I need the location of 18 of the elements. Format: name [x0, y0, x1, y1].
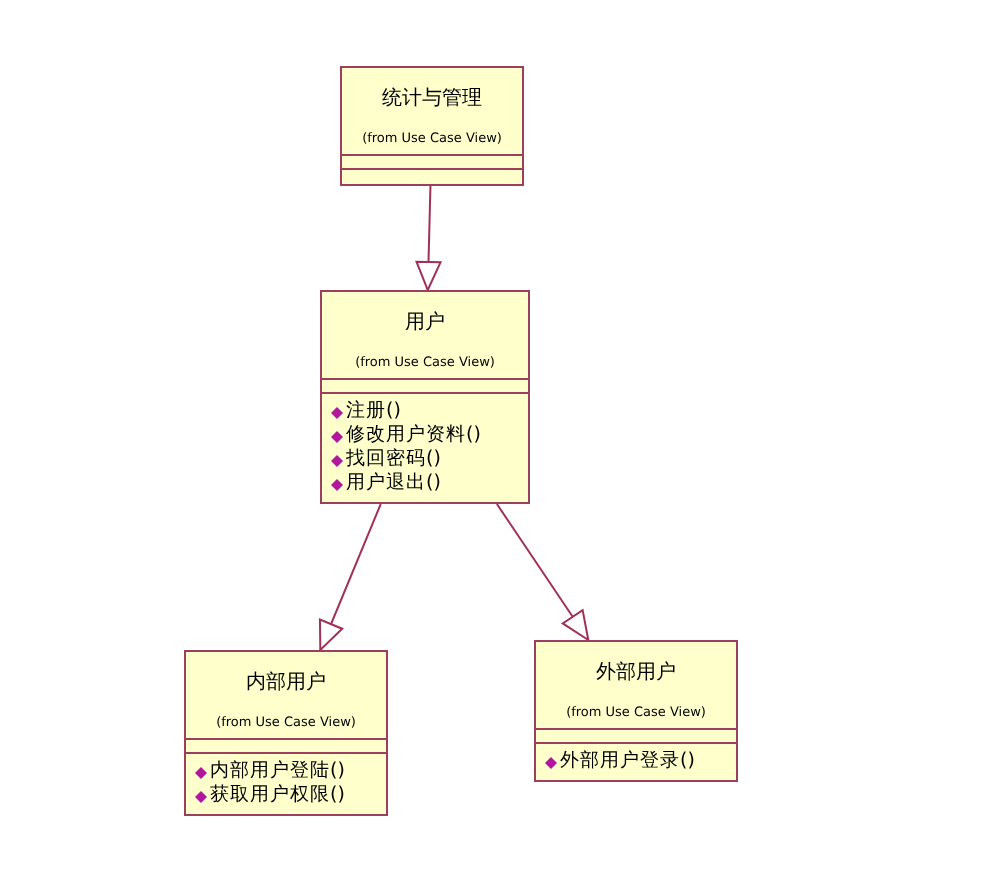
class-name: 用户: [405, 310, 445, 336]
class-name: 内部用户: [246, 670, 326, 696]
class-box: [320, 290, 530, 504]
generalization-arrow: [318, 503, 382, 651]
class-box: [534, 640, 738, 782]
class-name: 外部用户: [596, 660, 676, 686]
operation-text: 找回密码(): [346, 448, 441, 472]
operation-text: 用户退出(): [346, 472, 441, 496]
class-box: [340, 66, 524, 186]
operation-text: 修改用户资料(): [346, 424, 481, 448]
class-box: [184, 650, 388, 816]
generalization-arrow: [415, 185, 442, 291]
operation-text: 获取用户权限(): [210, 784, 345, 808]
operation-text: 外部用户登录(): [560, 750, 695, 774]
class-name: 统计与管理: [382, 86, 482, 112]
operation-text: 注册(): [346, 400, 401, 424]
generalization-arrow: [495, 503, 590, 641]
operation-text: 内部用户登陆(): [210, 760, 345, 784]
